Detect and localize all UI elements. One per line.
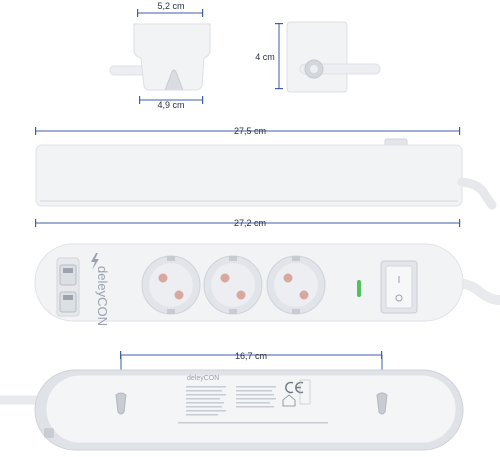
label-text-lines [178,386,328,424]
dimension-label-mount-holes: 16,7 cm [235,351,267,361]
strip-side-view: 27,5 cm 27,2 cm [35,126,497,228]
strip-back-view: 16,7 cm deleyCON [0,351,464,451]
strip-cable-side [457,177,497,210]
usb-ports [56,257,80,317]
plug-cable-notch [164,69,184,91]
switch-off-mark [395,294,403,302]
plug-front-view: 5,2 cm 4,9 cm [109,1,211,110]
plug-body-side [286,21,348,93]
strip-foot [44,428,54,438]
socket-pin-hole [236,290,246,300]
mount-hole-left [115,392,127,415]
house-symbol-icon [282,394,296,407]
socket-pin-hole [283,273,293,283]
socket-pin-hole [220,273,230,283]
dimension-label-strip-body: 27,2 cm [234,218,266,228]
brand-logo-back: deleyCON [187,375,219,382]
strip-body-side [35,144,463,207]
plug-body-front [133,23,211,91]
plug-side-view: 4 cm [255,21,381,93]
brand-logo-front: deleyCON [95,266,110,326]
dimension-label-socket-height: 4 cm [255,52,275,62]
dimension-label-socket-top: 5,2 cm [157,1,184,11]
dimension-label-strip-total: 27,5 cm [234,126,266,136]
strip-body-back [45,374,457,444]
mount-hole-right [376,392,388,415]
indicator-led [357,280,361,297]
certification-label [299,379,311,405]
socket-pin-hole [158,273,168,283]
power-switch[interactable] [380,260,418,314]
socket-pin-hole [174,290,184,300]
socket-pin-hole [299,290,309,300]
strip-front-view: deleyCON [34,243,500,326]
socket-1 [141,255,201,315]
socket-3 [266,255,326,315]
socket-2 [203,255,263,315]
lightning-bolt-icon [91,253,99,270]
dimension-label-socket-bottom: 4,9 cm [157,100,184,110]
